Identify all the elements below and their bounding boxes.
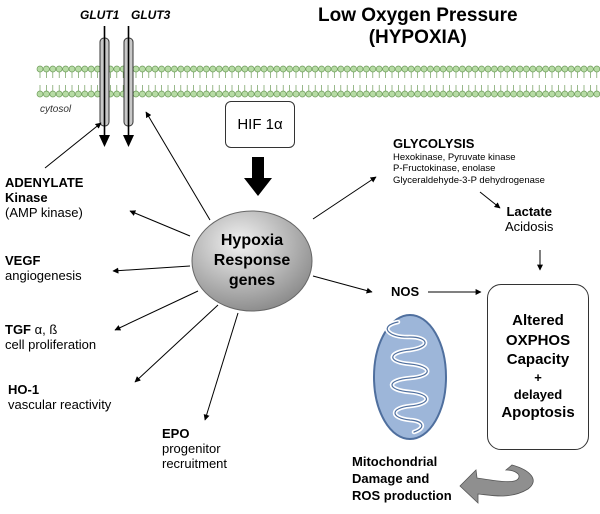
- mitochondrial-damage: Mitochondrial Damage and ROS production: [352, 454, 452, 505]
- hypoxia-response-genes: Hypoxia Response genes: [192, 211, 312, 311]
- cell-membrane: [36, 65, 600, 98]
- mitochondrion-icon: [373, 314, 447, 440]
- epo-desc-1: progenitor: [162, 440, 221, 456]
- tgf-name: TGF: [5, 322, 31, 337]
- oxphos-line-5: Apoptosis: [501, 404, 575, 422]
- glycolysis-enzyme: P-Fructokinase, enolase: [393, 163, 496, 175]
- glut1-label: GLUT1: [80, 8, 120, 22]
- oxphos-line-2: OXPHOS: [505, 331, 571, 349]
- target-glycolysis: GLYCOLYSIS Hexokinase, Pyruvate kinase P…: [393, 136, 545, 186]
- lactate-desc: Acidosis: [505, 218, 554, 234]
- target-epo: EPO progenitor recruitment: [162, 426, 228, 472]
- tgf-desc: cell proliferation: [5, 336, 97, 352]
- arrow-to-adenylate: [129, 210, 191, 237]
- vegf-name: VEGF: [5, 253, 41, 268]
- page-title: Low Oxygen Pressure (HYPOXIA): [318, 5, 518, 49]
- vegf-desc: angiogenesis: [5, 267, 82, 283]
- arrow-to-ho1: [134, 304, 219, 383]
- target-nos: NOS: [391, 284, 420, 299]
- target-adenylate-kinase: ADENYLATE Kinase (AMP kinase): [5, 175, 84, 221]
- epo-name: EPO: [162, 426, 190, 441]
- arrow-to-vegf: [112, 265, 191, 274]
- hub-line-3: genes: [228, 272, 276, 289]
- oxphos-line-1: Altered: [512, 312, 564, 330]
- arrow-to-tgf: [114, 290, 199, 331]
- glycolysis-enzyme: Hexokinase, Pyruvate kinase: [393, 151, 516, 163]
- hub-line-2: Response: [213, 252, 291, 269]
- mito-line-1: Mitochondrial: [352, 454, 438, 469]
- altered-oxphos-box: Altered OXPHOS Capacity + delayed Apopto…: [487, 284, 589, 450]
- oxphos-plus: +: [534, 369, 542, 385]
- mito-line-2: Damage and: [352, 470, 430, 486]
- target-tgf: TGF α, ß cell proliferation: [5, 322, 97, 353]
- arrow-hub-to-glut: [145, 111, 211, 221]
- epo-desc-2: recruitment: [162, 455, 228, 471]
- hif-1a-box: HIF 1α: [225, 101, 295, 148]
- arrow-to-epo: [203, 312, 239, 421]
- curved-feedback-arrow: [459, 464, 534, 504]
- title-line-1: Low Oxygen Pressure: [318, 5, 518, 26]
- adenylate-name: ADENYLATE: [5, 175, 84, 190]
- glycolysis-enzyme: Glyceraldehyde-3-P dehydrogenase: [393, 174, 545, 186]
- cytosol-label: cytosol: [40, 104, 72, 115]
- glut3-transporter: [123, 26, 134, 147]
- target-ho1: HO-1 vascular reactivity: [8, 382, 112, 413]
- arrow-glycolysis-to-lactate: [479, 191, 501, 209]
- hif-to-hub-arrow: [244, 157, 272, 196]
- lactate-acidosis: Lactate Acidosis: [505, 204, 554, 235]
- target-vegf: VEGF angiogenesis: [5, 253, 82, 284]
- adenylate-name-2: Kinase: [5, 189, 48, 205]
- mito-line-3: ROS production: [352, 487, 452, 503]
- oxphos-line-3: Capacity: [506, 351, 570, 369]
- lactate-name: Lactate: [506, 204, 552, 219]
- ho1-name: HO-1: [8, 382, 40, 397]
- hypoxia-hub-ellipse: [191, 210, 313, 312]
- glut1-transporter: [99, 26, 110, 147]
- hub-line-1: Hypoxia: [220, 232, 284, 249]
- glut3-label: GLUT3: [131, 8, 171, 22]
- arrow-to-nos: [312, 275, 373, 294]
- adenylate-desc: (AMP kinase): [5, 204, 83, 220]
- tgf-suffix: α, ß: [31, 322, 58, 337]
- ho1-desc: vascular reactivity: [8, 396, 112, 412]
- oxphos-line-4: delayed: [513, 386, 563, 402]
- glycolysis-name: GLYCOLYSIS: [393, 136, 475, 151]
- hif-1a-label: HIF 1α: [237, 116, 283, 133]
- title-line-2: (HYPOXIA): [368, 26, 467, 48]
- arrow-adenylate-to-glut: [44, 122, 102, 169]
- arrow-to-glycolysis: [312, 176, 377, 220]
